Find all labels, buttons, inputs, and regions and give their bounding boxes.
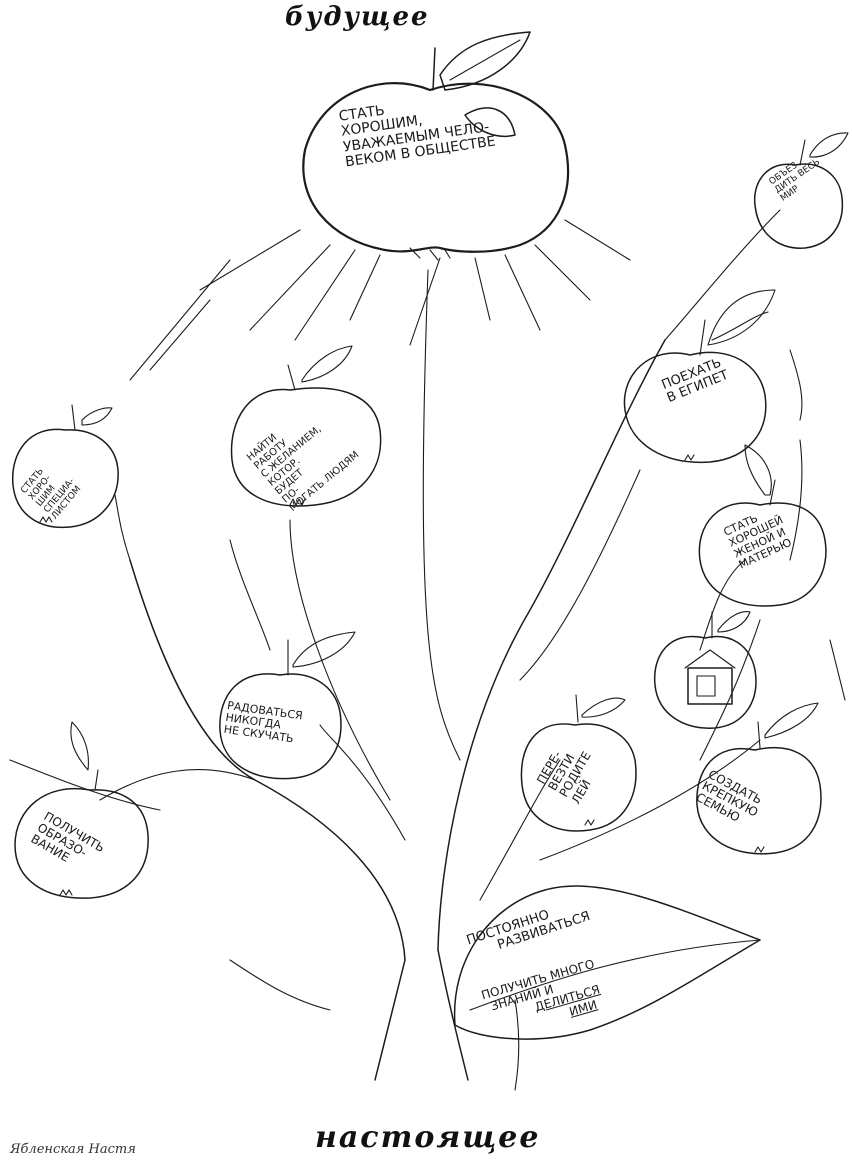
title-future: будущее [285, 2, 430, 32]
grass-marks [39, 454, 765, 896]
apple-egypt [623, 289, 776, 464]
signature: Ябленская Настя [10, 1142, 136, 1157]
apple-house [653, 611, 757, 729]
apple-education [14, 721, 149, 899]
leaf-shape [453, 885, 761, 1040]
title-present: настоящее [315, 1120, 541, 1155]
apple-specialist [11, 404, 119, 529]
apple-family [696, 702, 822, 855]
apple-wife [698, 444, 827, 607]
apple-rejoice [219, 631, 356, 780]
apple-work [230, 345, 382, 507]
tree-trunk [9, 209, 846, 1091]
apple-parents [520, 694, 637, 832]
apple-top [302, 31, 570, 261]
apple-world [754, 132, 849, 249]
sun-rays [129, 219, 631, 381]
